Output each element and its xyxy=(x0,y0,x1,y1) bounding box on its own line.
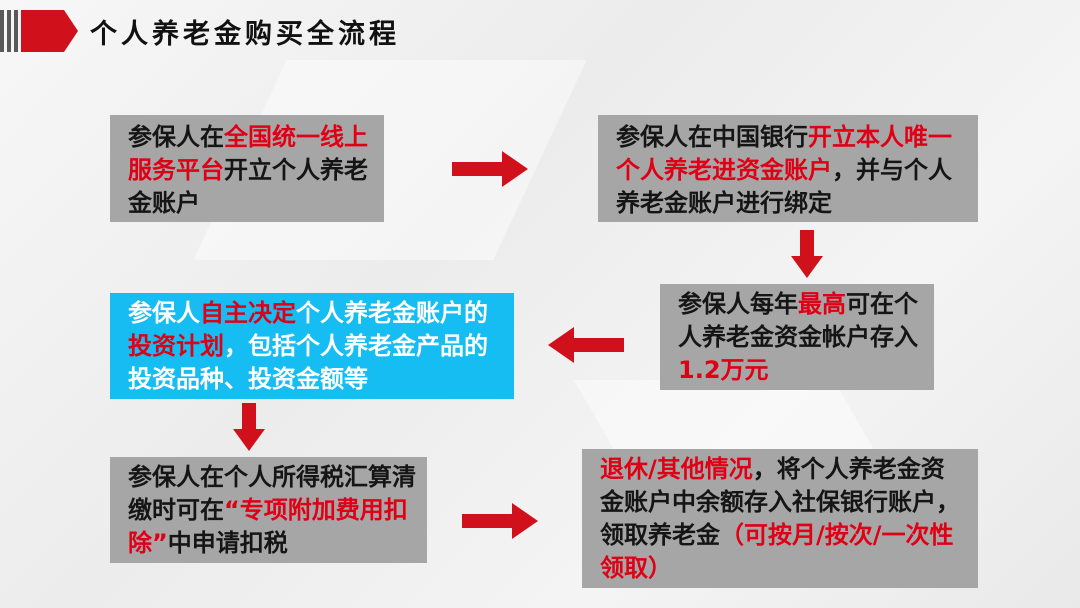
highlight-text: “专项附加费用扣除” xyxy=(128,496,408,557)
highlight-text: 最高 xyxy=(798,290,846,318)
step-text: 参保人每年 xyxy=(678,290,798,318)
step-box-investment-plan: 参保人自主决定个人养老金账户的投资计划，包括个人养老金产品的投资品种、投资金额等 xyxy=(110,293,514,399)
arrow-down-icon xyxy=(233,403,265,451)
highlight-text: 开立本人唯一个人养老进资金账户 xyxy=(616,123,952,184)
step-text: 参保人 xyxy=(128,299,200,327)
step-text: ，包括个人养老金产品的投资品种、投资金额等 xyxy=(128,332,488,393)
highlight-text: 投资计划 xyxy=(128,332,224,360)
step-text: 中申请扣税 xyxy=(167,529,288,557)
step-text: 参保人在中国银行 xyxy=(616,123,808,151)
step-box-tax-deduction: 参保人在个人所得税汇算清缴时可在“专项附加费用扣除”中申请扣税 xyxy=(110,457,427,563)
page-title: 个人养老金购买全流程 xyxy=(90,19,400,50)
highlight-text: 1.2万元 xyxy=(678,356,769,384)
step-text: 开立个人养老金账户 xyxy=(128,156,368,217)
highlight-text: （可按月/按次/一次性领取） xyxy=(600,521,954,582)
step-text: 参保人在 xyxy=(128,123,224,151)
step-box-bind-bank-account: 参保人在中国银行开立本人唯一个人养老进资金账户，并与个人养老金账户进行绑定 xyxy=(598,115,978,222)
arrow-right-icon xyxy=(462,503,538,539)
highlight-text: 退休/其他情况 xyxy=(600,455,753,483)
highlight-text: 全国统一线上服务平台 xyxy=(128,123,368,184)
arrow-left-icon xyxy=(548,327,624,363)
arrow-right-icon xyxy=(452,151,528,187)
step-text: ，并与个人养老金账户进行绑定 xyxy=(616,156,952,217)
arrow-down-icon xyxy=(791,230,823,278)
step-box-receive-pension: 退休/其他情况，将个人养老金资金账户中余额存入社保银行账户，领取养老金（可按月/… xyxy=(582,449,978,588)
step-text: 可在个人养老金资金帐户存入 xyxy=(678,290,918,351)
header-accent-bars xyxy=(0,10,78,52)
step-box-annual-deposit: 参保人每年最高可在个人养老金资金帐户存入 1.2万元 xyxy=(660,284,934,390)
highlight-text: 自主决定 xyxy=(200,299,296,327)
step-box-open-account: 参保人在全国统一线上服务平台开立个人养老金账户 xyxy=(110,115,384,222)
step-text: 个人养老金账户的 xyxy=(296,299,488,327)
step-text: ，将个人养老金资金账户中余额存入社保银行账户，领取养老金 xyxy=(600,455,960,549)
step-text: 参保人在个人所得税汇算清缴时可在 xyxy=(128,463,416,524)
